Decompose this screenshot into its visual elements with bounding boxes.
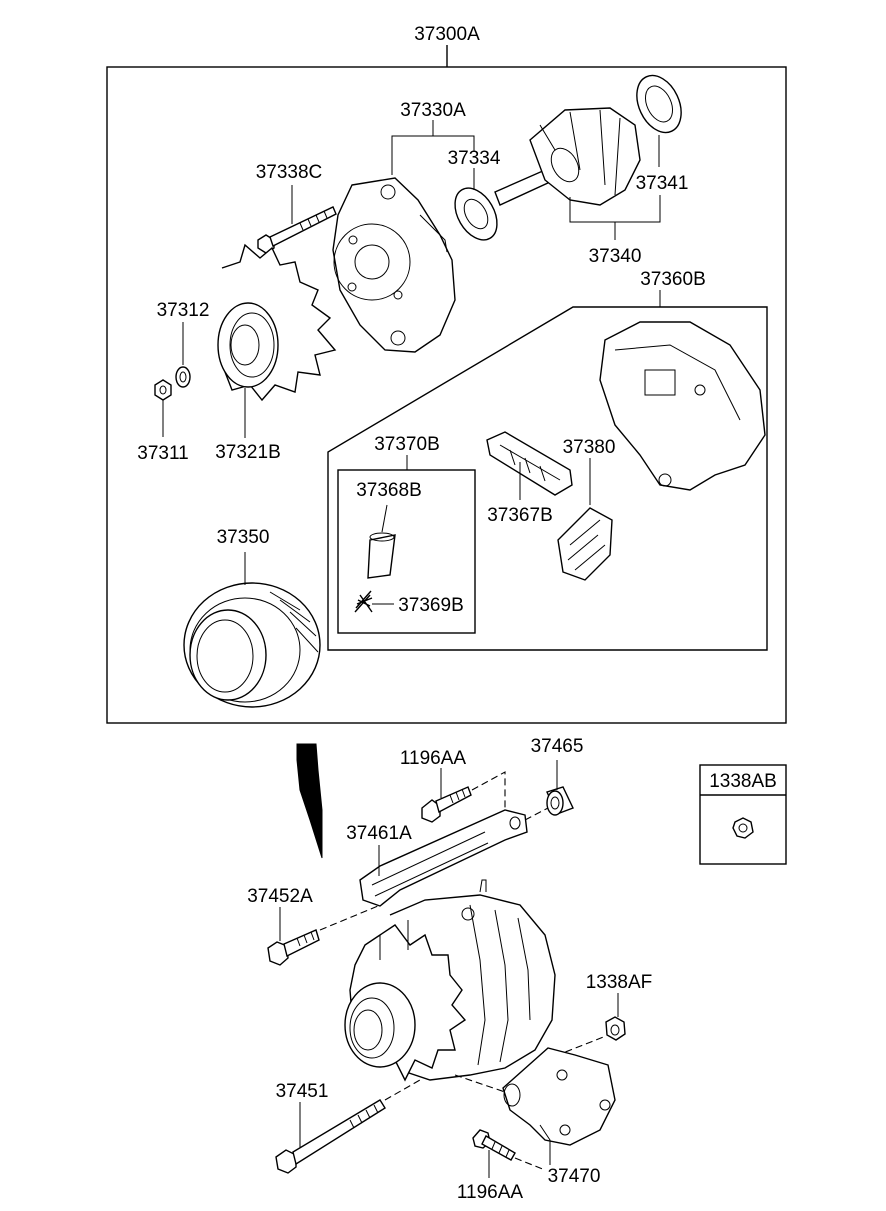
rectifier-part <box>486 431 573 496</box>
label-37369B: 37369B <box>398 595 464 616</box>
label-37311: 37311 <box>137 443 188 464</box>
label-37300A: 37300A <box>414 24 480 45</box>
dash-1196AA-bottom <box>514 1157 546 1171</box>
rotor-part <box>494 107 641 206</box>
label-37380: 37380 <box>563 437 616 458</box>
label-37465: 37465 <box>531 736 584 757</box>
rear-housing-part <box>599 321 766 491</box>
label-37341: 37341 <box>636 173 689 194</box>
mount-bracket-37470 <box>502 1047 616 1146</box>
bearing-37341 <box>636 74 682 134</box>
label-37367B: 37367B <box>487 505 553 526</box>
nut-37311 <box>154 379 172 401</box>
dash-37470 <box>454 1074 506 1093</box>
label-37330A: 37330A <box>400 100 466 121</box>
dash-37451 <box>384 1079 421 1101</box>
label-37334: 37334 <box>448 148 501 169</box>
bolt-1196AA-bottom <box>472 1129 516 1161</box>
leader-37470 <box>539 1124 551 1165</box>
direction-arrow <box>296 743 323 859</box>
label-1196AA-bottom: 1196AA <box>457 1182 524 1203</box>
spring-37369B <box>354 590 373 613</box>
washer-37312 <box>175 366 191 388</box>
label-37321B: 37321B <box>215 442 281 463</box>
spacer-37465 <box>546 786 574 816</box>
bolt-37451 <box>275 1099 386 1174</box>
label-37470: 37470 <box>548 1166 601 1187</box>
adjust-bracket-37461A <box>359 809 528 907</box>
alternator-assembly <box>344 879 556 1082</box>
label-1338AF: 1338AF <box>586 972 653 993</box>
label-37461A: 37461A <box>346 823 412 844</box>
nut-1338AB <box>732 817 754 839</box>
nut-1338AF <box>605 1016 626 1041</box>
label-37452A: 37452A <box>247 886 313 907</box>
pulley-37350 <box>183 582 321 708</box>
dash-37452A <box>319 905 379 931</box>
dash-37465 <box>524 807 549 821</box>
bolt-37452A <box>267 929 320 966</box>
label-37370B: 37370B <box>374 434 440 455</box>
brush-assembly-frame <box>327 306 768 651</box>
label-37340: 37340 <box>589 246 642 267</box>
bolt-37338C <box>257 206 337 254</box>
label-37338C: 37338C <box>256 162 323 183</box>
bearing-37334 <box>454 187 498 241</box>
fan-pulley-part <box>217 243 337 402</box>
dash-1196AA-top <box>471 771 506 830</box>
bolt-1196AA-top <box>421 786 472 823</box>
label-37368B: 37368B <box>356 480 422 501</box>
brush-holder-part <box>557 507 613 581</box>
nut-1338AB-box <box>699 764 787 865</box>
leader-37368B <box>381 504 388 533</box>
front-housing-part <box>332 177 456 353</box>
label-37350: 37350 <box>217 527 270 548</box>
label-1196AA-top: 1196AA <box>400 748 467 769</box>
label-37360B: 37360B <box>640 269 706 290</box>
label-37312: 37312 <box>157 300 210 321</box>
label-37451: 37451 <box>276 1081 329 1102</box>
label-1338AB: 1338AB <box>709 771 777 792</box>
brush-37368B <box>367 532 396 579</box>
